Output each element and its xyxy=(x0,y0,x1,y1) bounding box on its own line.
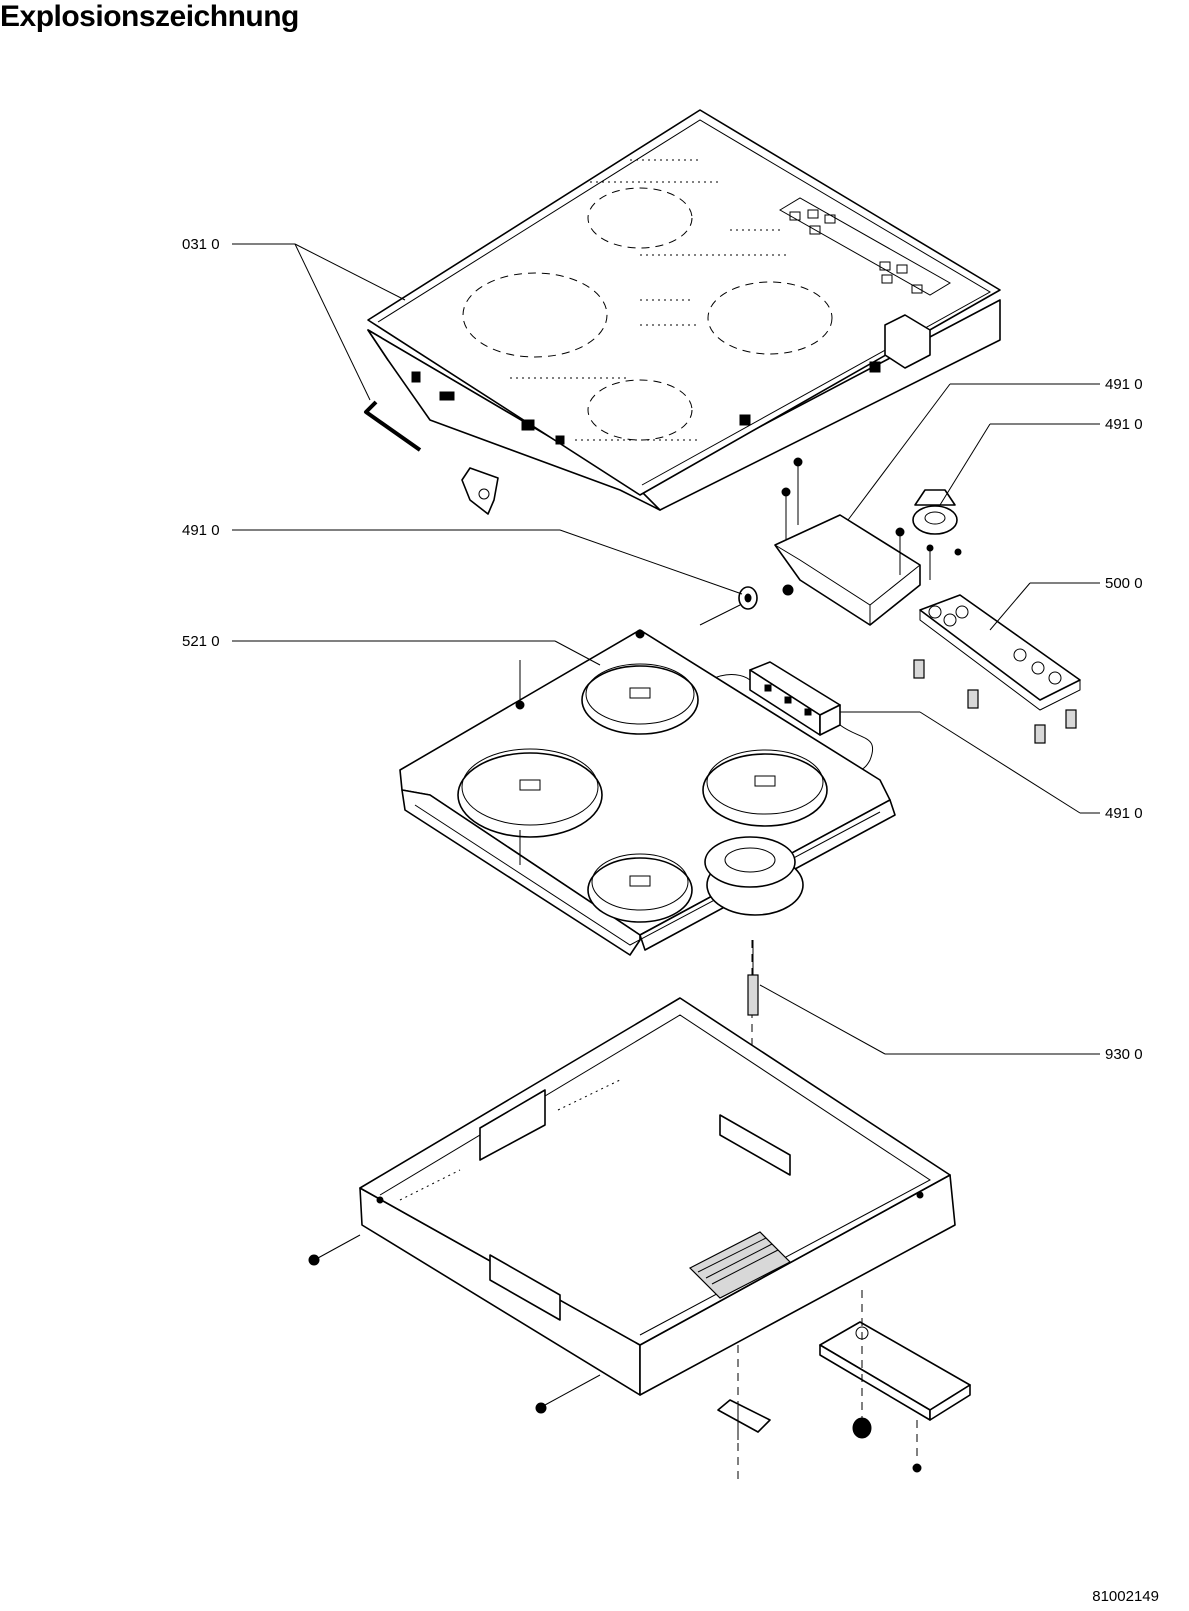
control-pcb-500 xyxy=(913,594,1081,744)
callout-label-4910-c: 491 0 xyxy=(182,522,220,539)
leader-lines xyxy=(232,243,1100,1055)
retaining-clip xyxy=(717,1399,771,1440)
document-number: 81002149 xyxy=(1092,1588,1159,1605)
callout-label-4910-d: 491 0 xyxy=(1105,805,1143,822)
bottom-housing-tray xyxy=(359,997,956,1396)
foot-plate xyxy=(819,1290,971,1473)
hotplate-rear-left xyxy=(581,663,699,735)
page-title: Explosionszeichnung xyxy=(0,0,299,33)
cooling-fan xyxy=(704,836,804,916)
spring-930 xyxy=(747,940,759,1016)
mounting-clip xyxy=(461,467,499,515)
hotplate-front-left-large xyxy=(457,748,603,838)
clamp-491 xyxy=(912,489,958,535)
heating-elements-assembly-521 xyxy=(399,629,896,956)
housing-screws xyxy=(308,1234,601,1414)
glass-ceramic-hob-top xyxy=(367,109,1001,511)
housing-bracket-491 xyxy=(774,514,921,626)
grommet-491 xyxy=(699,586,758,626)
callout-label-9300: 930 0 xyxy=(1105,1046,1143,1063)
callout-label-4910-a: 491 0 xyxy=(1105,376,1143,393)
callout-label-0310: 031 0 xyxy=(182,236,220,253)
callout-label-5210: 521 0 xyxy=(182,633,220,650)
hotplate-front-right xyxy=(587,853,693,923)
callout-label-5000: 500 0 xyxy=(1105,575,1143,592)
allen-key xyxy=(364,400,422,452)
screws xyxy=(781,457,962,596)
callout-label-4910-b: 491 0 xyxy=(1105,416,1143,433)
hotplate-rear-right xyxy=(702,749,828,827)
vent-grille xyxy=(688,1231,792,1299)
